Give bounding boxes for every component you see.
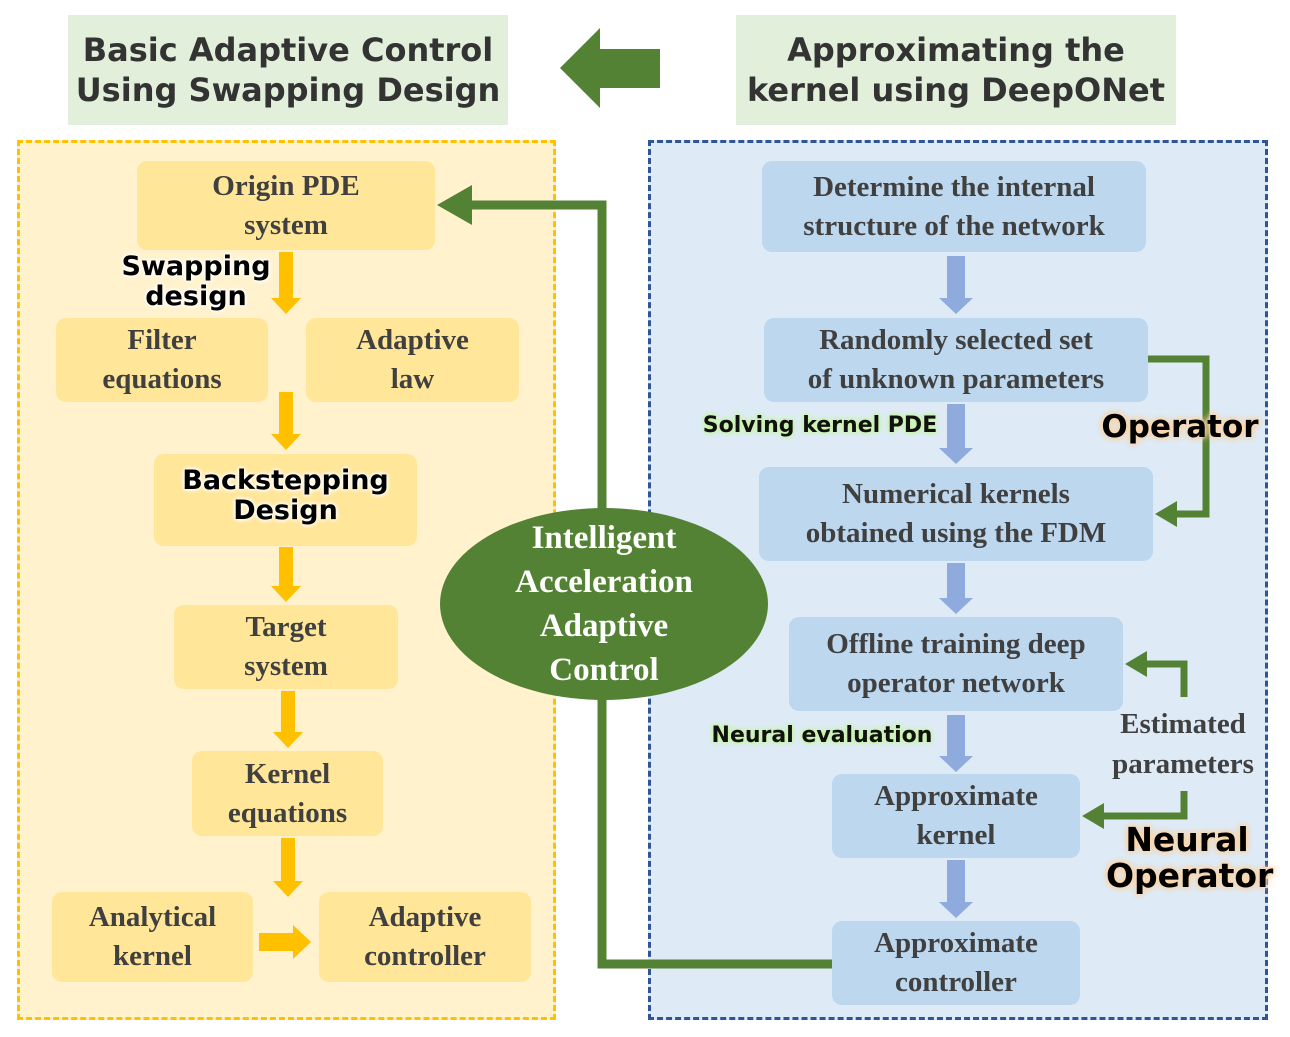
neural-evaluation-label: Neural evaluation <box>711 723 933 748</box>
down-arrow-origin-to-filter <box>271 252 301 314</box>
estimated-to-kernel-line <box>1104 791 1188 820</box>
down-arrow-to-analytical <box>273 838 303 897</box>
random-parameters-box: Randomly selected set of unknown paramet… <box>764 318 1148 402</box>
estimated-parameters-label: Estimated parameters <box>1112 708 1254 780</box>
backstepping-design-label: Backstepping Design <box>182 465 389 526</box>
header-left-arrow <box>560 28 660 108</box>
intelligent-acceleration-ellipse: Intelligent Acceleration Adaptive Contro… <box>440 508 768 700</box>
operator-label: Operator <box>1101 409 1259 445</box>
operator-bracket-line <box>1148 355 1210 518</box>
feedback-loop-arrowhead <box>437 185 472 225</box>
filter-equations-box: Filter equations <box>56 318 268 402</box>
analytical-kernel-box: Analytical kernel <box>52 892 253 982</box>
offline-training-box: Offline training deep operator network <box>789 617 1123 711</box>
adaptive-law-box: Adaptive law <box>306 318 519 402</box>
approximate-controller-box: Approximate controller <box>832 921 1080 1005</box>
right-header: Approximating the kernel using DeepONet <box>736 15 1176 125</box>
down-arrow-kernel-to-controller <box>939 860 973 918</box>
estimated-to-offline-arrowhead <box>1125 651 1147 677</box>
down-arrow-to-kernel-equations <box>273 691 303 748</box>
solving-kernel-pde-label: Solving kernel PDE <box>702 413 938 438</box>
origin-pde-system-box: Origin PDE system <box>137 161 435 250</box>
numerical-kernels-box: Numerical kernels obtained using the FDM <box>759 467 1153 561</box>
swapping-design-label: Swapping design <box>121 251 271 312</box>
down-arrow-offline-to-kernel <box>939 715 973 772</box>
down-arrow-to-target <box>271 547 301 602</box>
target-system-box: Target system <box>174 605 398 689</box>
kernel-equations-box: Kernel equations <box>192 751 383 836</box>
down-arrow-to-backstepping <box>271 392 301 450</box>
backstepping-design-box <box>154 454 417 546</box>
determine-structure-box: Determine the internal structure of the … <box>762 161 1146 252</box>
down-arrow-numerical-to-offline <box>939 563 973 614</box>
down-arrow-structure-to-random <box>939 256 973 314</box>
neural-operator-label: Neural Operator <box>1106 820 1274 896</box>
left-header: Basic Adaptive Control Using Swapping De… <box>68 15 508 125</box>
approximate-kernel-box: Approximate kernel <box>832 774 1080 858</box>
operator-bracket-arrowhead <box>1155 501 1177 527</box>
right-arrow-analytical-to-controller <box>259 925 311 959</box>
estimated-to-offline-line <box>1146 660 1188 697</box>
adaptive-controller-box: Adaptive controller <box>319 892 531 982</box>
estimated-to-kernel-arrowhead <box>1082 803 1104 829</box>
down-arrow-random-to-numerical <box>939 404 973 464</box>
